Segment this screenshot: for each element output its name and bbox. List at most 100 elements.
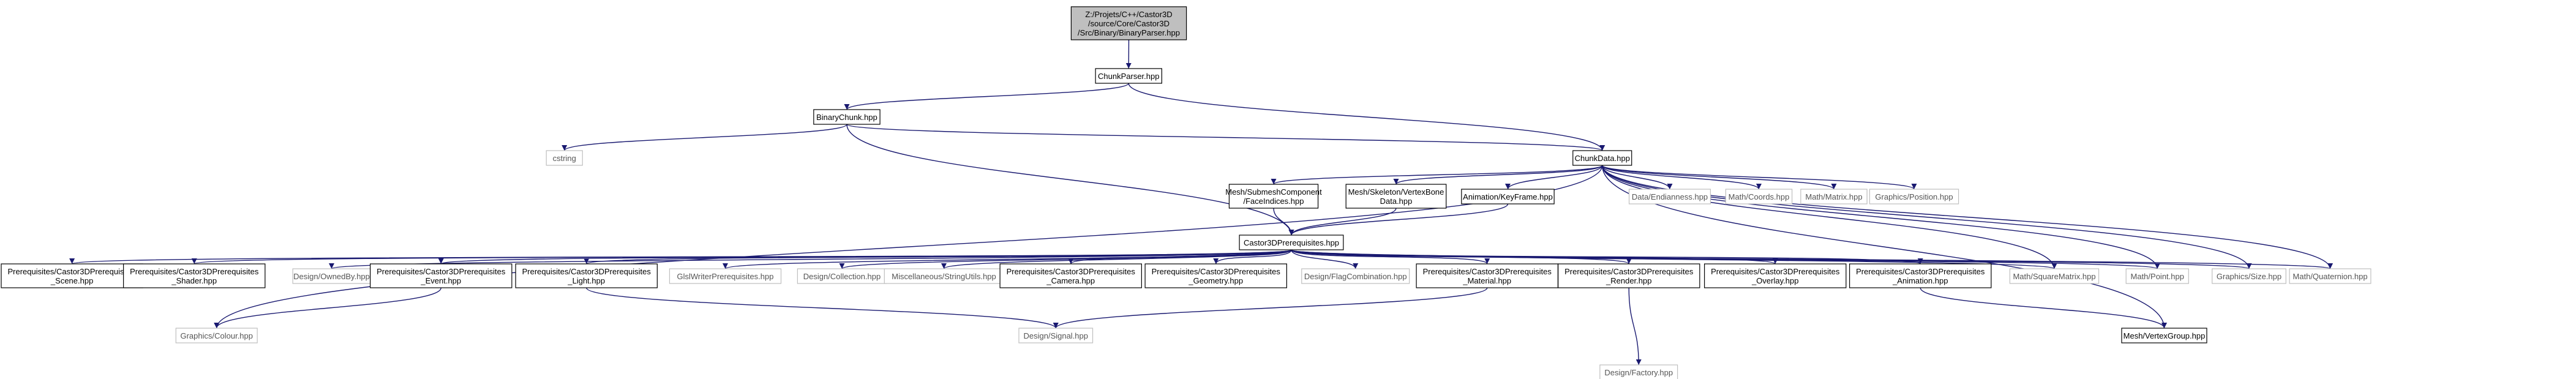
node-box (669, 268, 782, 284)
edge-binarychunk-to-cstring (561, 124, 847, 151)
node-overlay[interactable]: Prerequisites/Castor3DPrerequisites_Over… (1704, 263, 1847, 288)
node-label-line: ChunkParser.hpp (1098, 72, 1159, 81)
nodes-layer: Z:/Projets/C++/Castor3D/source/Core/Cast… (1, 6, 2371, 379)
node-box (1095, 68, 1162, 84)
node-vertexgroup[interactable]: Mesh/VertexGroup.hpp (2121, 328, 2207, 343)
node-label-line: Math/Matrix.hpp (1805, 192, 1862, 201)
node-chunkparser[interactable]: ChunkParser.hpp (1095, 68, 1162, 84)
node-label-line: _Camera.hpp (1046, 276, 1095, 285)
node-position: Graphics/Position.hpp (1869, 189, 1959, 205)
node-binarychunk[interactable]: BinaryChunk.hpp (813, 109, 881, 125)
node-label-line: Math/Quaternion.hpp (2292, 272, 2367, 281)
edge-chunkdata-to-keyframe (1505, 165, 1603, 190)
node-label-line: _Geometry.hpp (1188, 276, 1243, 285)
edge-prereq-to-shader (192, 249, 1292, 265)
node-label-line: Mesh/Skeleton/VertexBone (1348, 187, 1444, 197)
node-box (2009, 268, 2100, 284)
node-box (1345, 184, 1447, 209)
edge-chunkdata-to-matrix (1602, 165, 1837, 190)
node-size: Graphics/Size.hpp (2212, 268, 2286, 284)
node-label-line: Prerequisites/Castor3DPrerequisites (1423, 267, 1552, 276)
node-label-line: Design/Factory.hpp (1604, 368, 1673, 377)
node-box (2125, 268, 2189, 284)
node-collection: Design/Collection.hpp (797, 268, 887, 284)
node-label-line: _Light.hpp (567, 276, 605, 285)
node-box (999, 263, 1142, 288)
node-label-line: Graphics/Size.hpp (2217, 272, 2281, 281)
node-label-line: _Shader.hpp (171, 276, 217, 285)
node-box (1018, 328, 1094, 343)
node-scene[interactable]: Prerequisites/Castor3DPrerequisites_Scen… (1, 263, 143, 288)
node-box (2289, 268, 2371, 284)
node-keyframe[interactable]: Animation/KeyFrame.hpp (1461, 189, 1555, 205)
node-ownedby: Design/OwnedBy.hpp (292, 268, 371, 284)
edge-prereq-to-stringutils (941, 249, 1292, 269)
node-label-line: Graphics/Colour.hpp (180, 331, 253, 340)
edge-chunkdata-to-endianness (1602, 165, 1673, 190)
node-box (370, 263, 513, 288)
node-prereq[interactable]: Castor3DPrerequisites.hpp (1239, 235, 1344, 250)
node-box (1239, 235, 1344, 250)
node-label-line: Graphics/Position.hpp (1875, 192, 1953, 201)
edge-chunkdata-to-coords (1602, 165, 1762, 190)
edge-light-to-signal (586, 287, 1059, 329)
node-label-line: /source/Core/Castor3D (1088, 19, 1170, 28)
node-label-line: Animation/KeyFrame.hpp (1463, 192, 1553, 201)
node-label-line: _Animation.hpp (1892, 276, 1948, 285)
node-label-line: _Scene.hpp (50, 276, 93, 285)
node-glsl: GlslWriterPrerequisites.hpp (669, 268, 782, 284)
node-render[interactable]: Prerequisites/Castor3DPrerequisites_Rend… (1558, 263, 1700, 288)
node-label-line: Prerequisites/Castor3DPrerequisites (1711, 267, 1840, 276)
node-box (1599, 364, 1678, 379)
edge-keyframe-to-prereq (1288, 203, 1509, 236)
node-label-line: Prerequisites/Castor3DPrerequisites (1856, 267, 1985, 276)
node-geometry[interactable]: Prerequisites/Castor3DPrerequisites_Geom… (1144, 263, 1287, 288)
node-colour: Graphics/Colour.hpp (175, 328, 258, 343)
edge-chunkdata-to-quaternion (1602, 165, 2333, 269)
node-box (1416, 263, 1558, 288)
node-chunkdata[interactable]: ChunkData.hpp (1572, 150, 1632, 166)
node-label-line: Prerequisites/Castor3DPrerequisites (522, 267, 652, 276)
node-label-line: Design/OwnedBy.hpp (293, 272, 370, 281)
node-label-line: Math/SquareMatrix.hpp (2013, 272, 2095, 281)
node-label-line: ChunkData.hpp (1575, 154, 1630, 163)
edge-prereq-to-light (584, 249, 1292, 265)
node-label-line: GlslWriterPrerequisites.hpp (677, 272, 774, 281)
node-faceindices[interactable]: Mesh/SubmeshComponent/FaceIndices.hpp (1225, 184, 1322, 209)
edges-layer (70, 39, 2333, 366)
node-box (123, 263, 266, 288)
node-material[interactable]: Prerequisites/Castor3DPrerequisites_Mate… (1416, 263, 1558, 288)
node-box (1704, 263, 1847, 288)
node-label-line: _Render.hpp (1605, 276, 1651, 285)
node-box (1, 263, 143, 288)
node-shader[interactable]: Prerequisites/Castor3DPrerequisites_Shad… (123, 263, 266, 288)
node-label-line: Miscellaneous/StringUtils.hpp (892, 272, 996, 281)
node-label-line: Design/Signal.hpp (1023, 331, 1088, 340)
node-label-line: Prerequisites/Castor3DPrerequisites (1564, 267, 1694, 276)
edge-prereq-to-glsl (723, 249, 1292, 269)
node-label-line: Data/Endianness.hpp (1632, 192, 1708, 201)
node-camera[interactable]: Prerequisites/Castor3DPrerequisites_Came… (999, 263, 1142, 288)
node-label-line: Design/FlagCombination.hpp (1304, 272, 1407, 281)
node-light[interactable]: Prerequisites/Castor3DPrerequisites_Ligh… (515, 263, 658, 288)
node-label-line: Data.hpp (1380, 197, 1413, 206)
node-box (1461, 189, 1555, 205)
node-label-line: Castor3DPrerequisites.hpp (1244, 238, 1339, 247)
edge-binarychunk-to-chunkdata (846, 124, 1605, 151)
edge-vertexbone-to-prereq (1288, 208, 1397, 236)
node-box (1301, 268, 1410, 284)
node-matrix: Math/Matrix.hpp (1800, 189, 1868, 205)
node-label-line: Mesh/VertexGroup.hpp (2124, 331, 2206, 340)
node-box (1849, 263, 1992, 288)
node-animation[interactable]: Prerequisites/Castor3DPrerequisites_Anim… (1849, 263, 1992, 288)
node-label-line: Prerequisites/Castor3DPrerequisites (377, 267, 506, 276)
node-root[interactable]: Z:/Projets/C++/Castor3D/source/Core/Cast… (1070, 6, 1187, 40)
node-box (797, 268, 887, 284)
node-label-line: _Overlay.hpp (1751, 276, 1798, 285)
node-box (175, 328, 258, 343)
node-box (1628, 189, 1711, 205)
node-event[interactable]: Prerequisites/Castor3DPrerequisites_Even… (370, 263, 513, 288)
node-label-line: Math/Point.hpp (2131, 272, 2184, 281)
